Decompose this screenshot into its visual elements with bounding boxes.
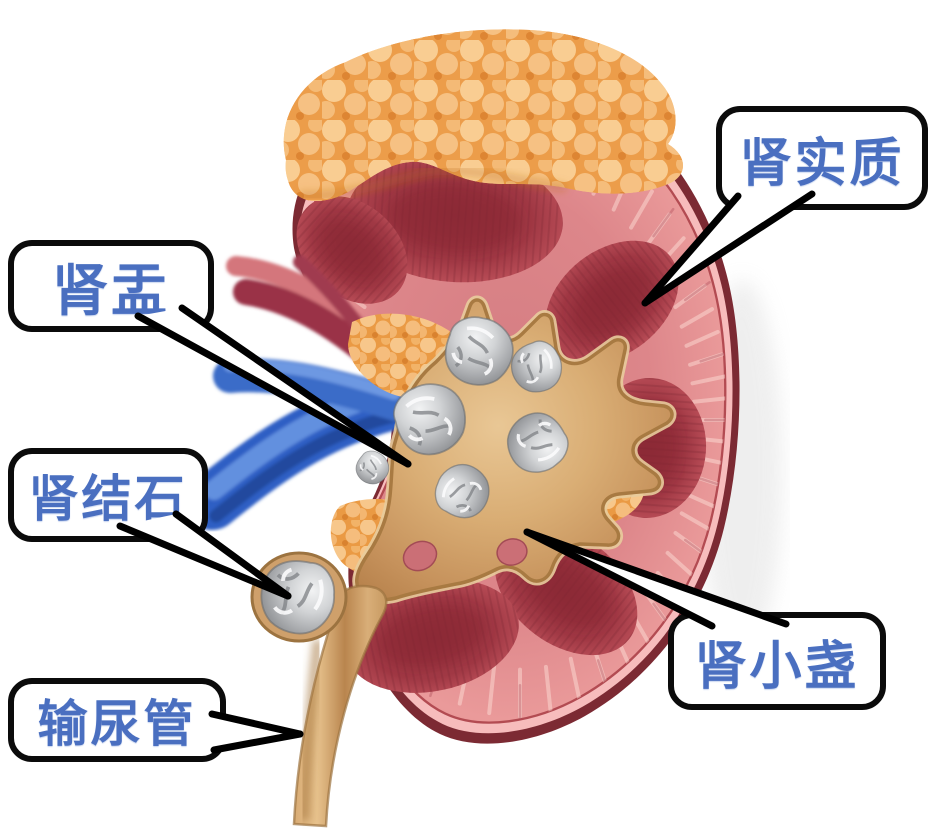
label-renal-pelvis: 肾盂 [52, 258, 170, 322]
callout-renal-pelvis: 肾盂 [8, 240, 214, 332]
label-minor-calyx: 肾小盏 [694, 637, 860, 696]
callout-kidney-stone: 肾结石 [8, 448, 208, 542]
label-renal-parenchyma: 肾实质 [739, 134, 905, 193]
label-ureter: 输尿管 [37, 696, 197, 752]
callout-ureter: 输尿管 [8, 678, 226, 762]
renal-vein [184, 358, 430, 530]
adrenal-gland [283, 29, 683, 202]
callout-renal-parenchyma: 肾实质 [716, 106, 928, 210]
callout-minor-calyx: 肾小盏 [668, 612, 886, 710]
label-kidney-stone: 肾结石 [28, 471, 188, 527]
